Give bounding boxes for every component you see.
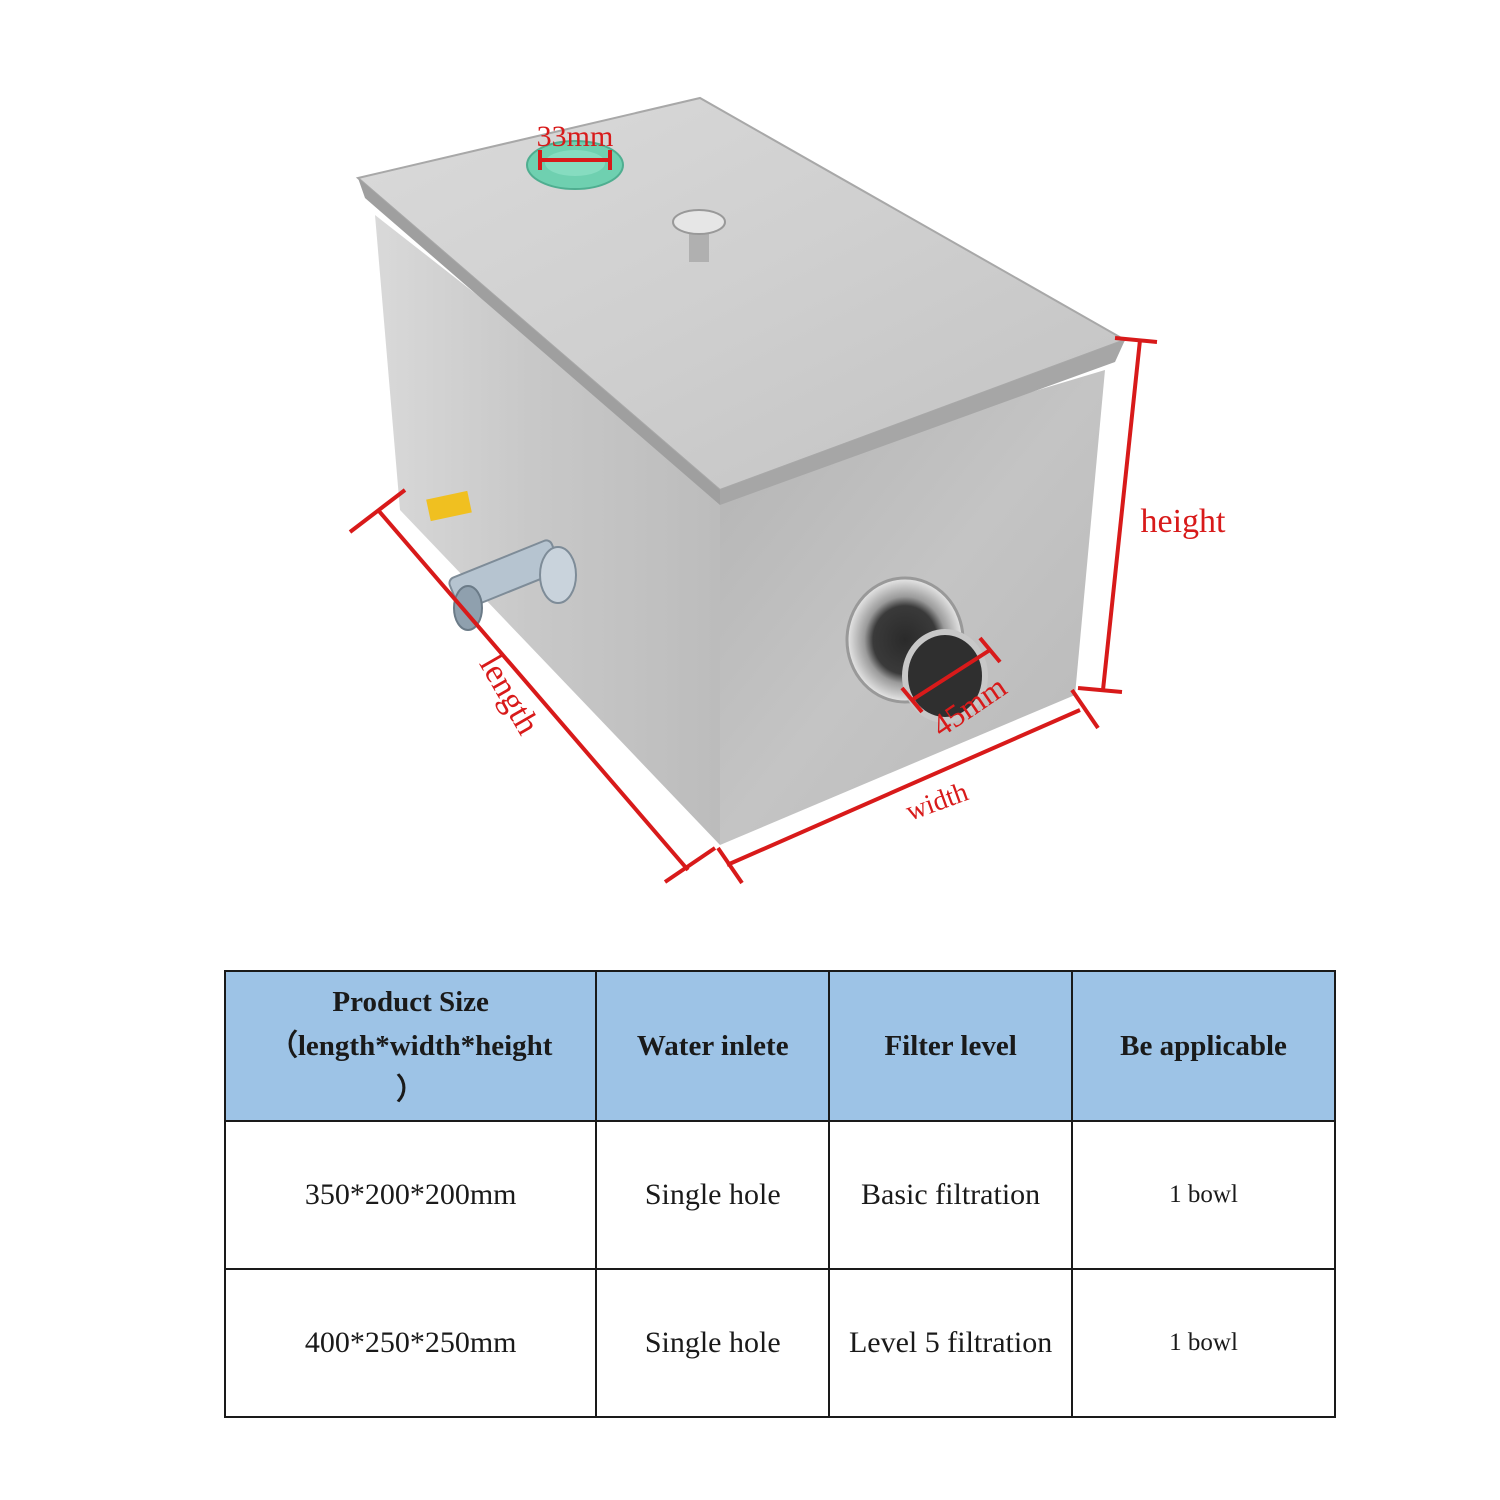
- tank-left-face: [375, 215, 720, 845]
- spec-table: Product Size （length*width*height ） Wate…: [223, 970, 1336, 1418]
- tank-lid-edge-front: [720, 340, 1125, 505]
- cell-product-size: 400*250*250mm: [223, 1268, 598, 1418]
- tank-lid-edge: [358, 178, 720, 505]
- knob-icon: [672, 209, 726, 262]
- header-filter-level: Filter level: [828, 970, 1074, 1122]
- header-product-size: Product Size （length*width*height ）: [223, 970, 598, 1122]
- cell-product-size: 350*200*200mm: [223, 1120, 598, 1270]
- length-dimension-line: [376, 508, 690, 872]
- cell-filter-level: Level 5 filtration: [828, 1268, 1074, 1418]
- cell-water-inlet: Single hole: [595, 1268, 831, 1418]
- table-row: 400*250*250mm Single hole Level 5 filtra…: [223, 1268, 1336, 1418]
- height-label: height: [1141, 503, 1227, 540]
- header-product-size-line1: Product Size: [332, 986, 489, 1018]
- lid-hole: [526, 140, 624, 190]
- product-illustration: 33mm height length width 45mm: [348, 96, 1227, 885]
- dimension-lines: [348, 150, 1158, 885]
- header-applicable: Be applicable: [1071, 970, 1336, 1122]
- cell-filter-level: Basic filtration: [828, 1120, 1074, 1270]
- top-hole-label: 33mm: [537, 120, 614, 153]
- cell-applicable: 1 bowl: [1071, 1268, 1336, 1418]
- table-row: 350*200*200mm Single hole Basic filtrati…: [223, 1120, 1336, 1270]
- cell-applicable: 1 bowl: [1071, 1120, 1336, 1270]
- height-dimension-line: [1101, 339, 1142, 691]
- outlet-pipe-icon: [845, 576, 988, 723]
- header-product-size-line3: ）: [396, 1074, 426, 1106]
- valve-icon: [426, 490, 577, 631]
- tank-body: [355, 96, 1128, 845]
- width-dimension-line: [726, 708, 1081, 867]
- header-product-size-line2: （length*width*height: [268, 1030, 553, 1062]
- outlet-dimension-line: [910, 648, 992, 702]
- header-water-inlet: Water inlete: [595, 970, 831, 1122]
- table-header-row: Product Size （length*width*height ） Wate…: [223, 970, 1336, 1122]
- cell-water-inlet: Single hole: [595, 1120, 831, 1270]
